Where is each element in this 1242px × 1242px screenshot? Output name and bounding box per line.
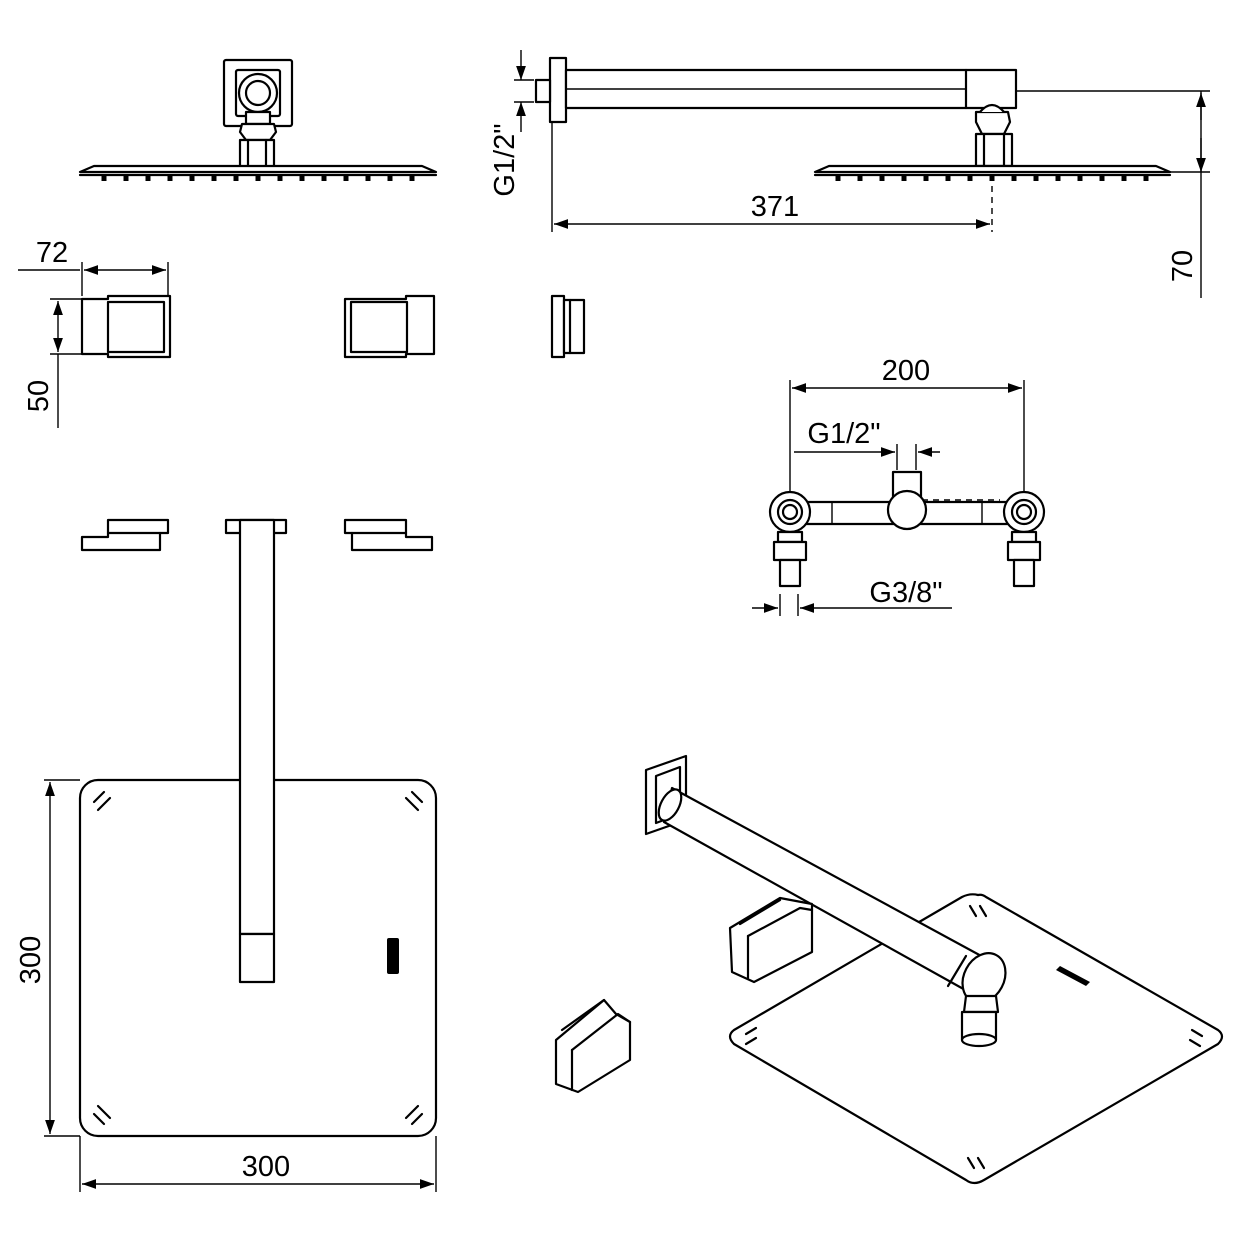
arm-length-label: 371 xyxy=(751,191,799,223)
nozzle xyxy=(277,175,283,181)
nozzle-row-front xyxy=(101,175,415,181)
valve-left-inlet xyxy=(768,490,812,588)
nozzle xyxy=(145,175,151,181)
nozzle xyxy=(233,175,239,181)
nozzle xyxy=(1099,175,1105,181)
nozzle xyxy=(1011,175,1017,181)
top-view-showerhead: 300 300 xyxy=(15,518,438,1192)
nozzle xyxy=(1143,175,1149,181)
nozzle xyxy=(945,175,951,181)
nozzle xyxy=(211,175,217,181)
front-view-showerhead xyxy=(78,58,438,181)
nozzle xyxy=(967,175,973,181)
head-height-label: 300 xyxy=(15,936,47,984)
nozzle xyxy=(321,175,327,181)
nozzle xyxy=(835,175,841,181)
nozzle-row-side xyxy=(835,175,1149,181)
head-width-label: 300 xyxy=(242,1151,290,1183)
valve-inlet-label: G1/2" xyxy=(807,418,880,450)
nozzle xyxy=(409,175,415,181)
isometric-view xyxy=(554,754,1224,1185)
arm-thread-label: G1/2" xyxy=(489,123,521,196)
nozzle xyxy=(167,175,173,181)
nozzle xyxy=(255,175,261,181)
control-height-label: 50 xyxy=(23,380,55,412)
control-handles-front: 72 50 xyxy=(18,237,586,428)
nozzle xyxy=(101,175,107,181)
nozzle xyxy=(923,175,929,181)
nozzle xyxy=(901,175,907,181)
nozzle xyxy=(189,175,195,181)
nozzle xyxy=(1055,175,1061,181)
nozzle xyxy=(343,175,349,181)
nozzle xyxy=(123,175,129,181)
valve-right-inlet xyxy=(1002,490,1046,588)
nozzle xyxy=(1121,175,1127,181)
nozzle xyxy=(365,175,371,181)
nozzle xyxy=(857,175,863,181)
mixing-valve-body: 200 G1/2" G3/8" xyxy=(752,355,1046,616)
control-width-label: 72 xyxy=(36,237,68,269)
arm-height-label: 70 xyxy=(1167,250,1199,282)
nozzle xyxy=(299,175,305,181)
nozzle xyxy=(1033,175,1039,181)
nozzle xyxy=(387,175,393,181)
side-view-shower-arm: 371 G1/2" 70 xyxy=(489,50,1210,298)
valve-outlet-label: G3/8" xyxy=(869,577,942,609)
nozzle xyxy=(1077,175,1083,181)
nozzle xyxy=(879,175,885,181)
valve-spacing-label: 200 xyxy=(882,355,930,387)
